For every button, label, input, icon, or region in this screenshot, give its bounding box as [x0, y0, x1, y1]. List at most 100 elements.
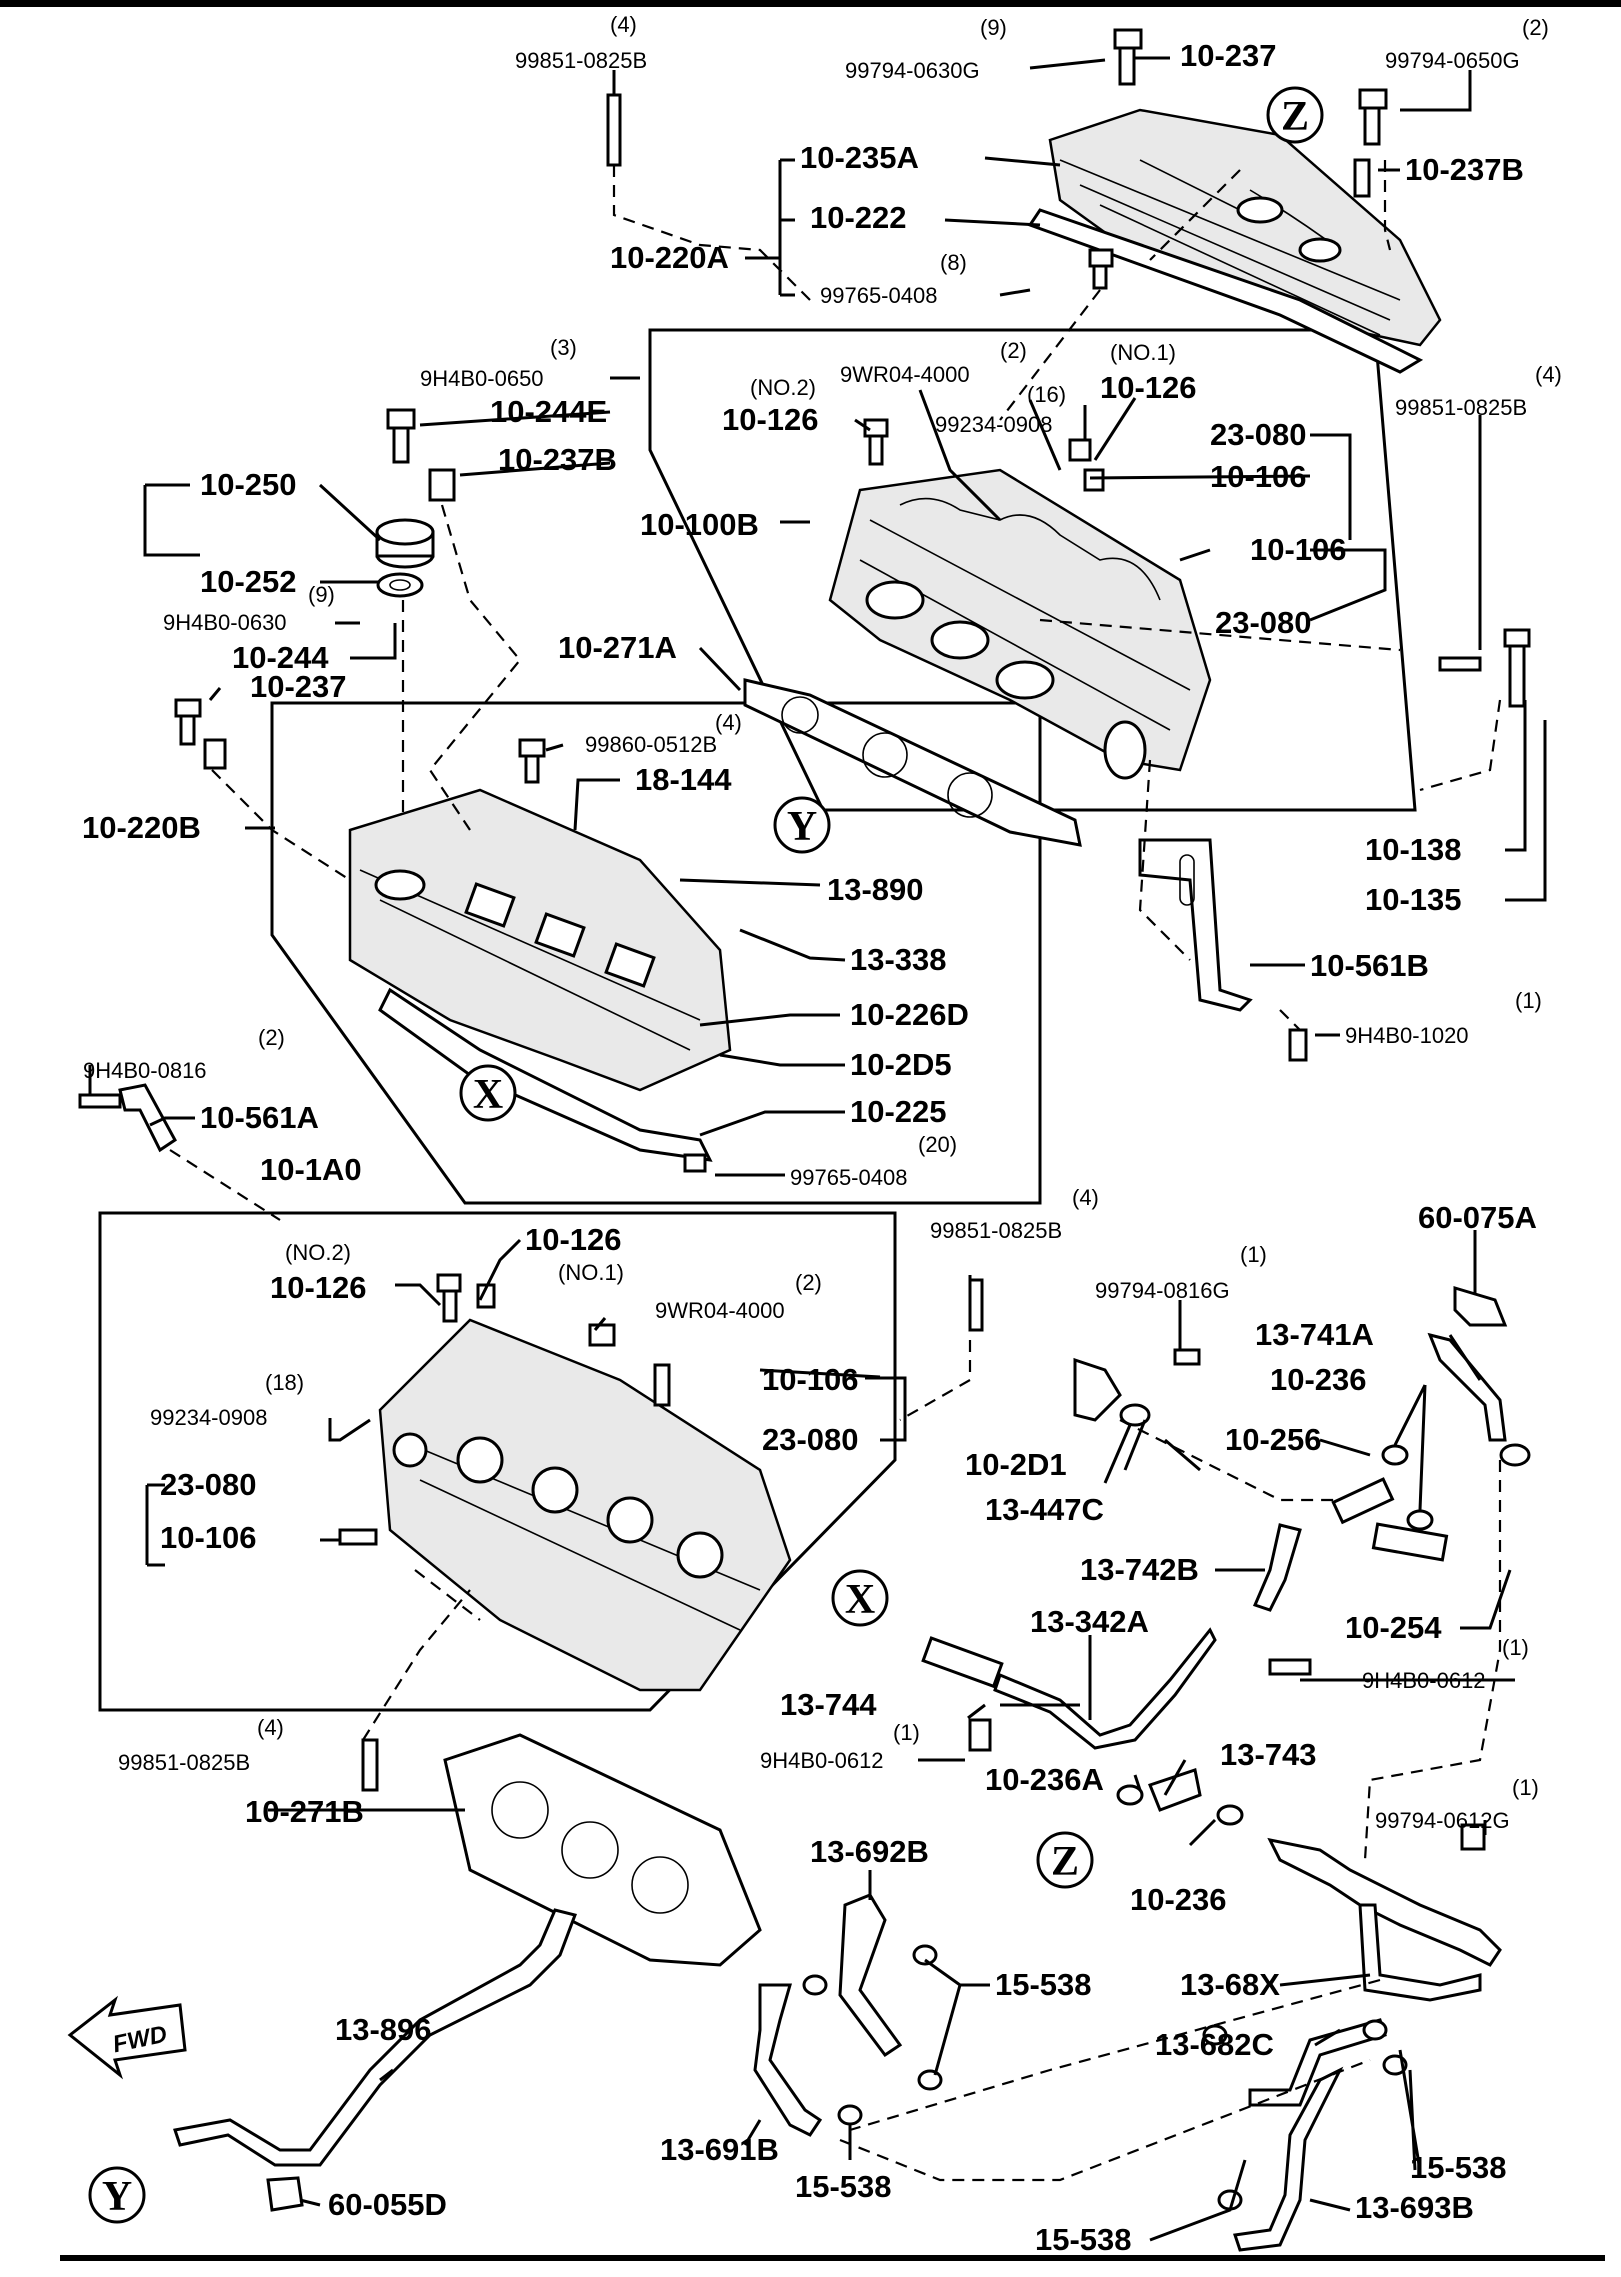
bracket-slot — [1179, 854, 1195, 906]
hose-13-693B-drawing — [1233, 2066, 1344, 2252]
label-13-68X: 13-68X — [1180, 1967, 1280, 2002]
label-10-126-top-right: 10-126 — [1100, 370, 1197, 405]
label-10-561A: 10-561A — [200, 1100, 319, 1135]
label-10-237-left: 10-237 — [250, 669, 347, 704]
label-10-271B: 10-271B — [245, 1794, 364, 1829]
label-q9WR04-low: (2) — [795, 1270, 822, 1295]
label-10-271A: 10-271A — [558, 630, 677, 665]
label-10-237-top: 10-237 — [1180, 38, 1277, 73]
label-q9H4B0-0650: (3) — [550, 335, 577, 360]
label-q99851-mid: (4) — [1072, 1185, 1099, 1210]
label-99794-0612G: 99794-0612G — [1375, 1808, 1510, 1833]
label-10-106-a: 10-106 — [1210, 459, 1307, 494]
dashed-alignment-lines — [169, 160, 1502, 2182]
circle-callout-x-low: X — [831, 1569, 889, 1627]
label-15-538-b: 15-538 — [1410, 2150, 1507, 2185]
bracket-10-561B-drawing — [1138, 838, 1253, 1012]
bracket-10-561A-drawing — [118, 1083, 177, 1153]
label-9H4B0-0630: 9H4B0-0630 — [163, 610, 287, 635]
label-q99794-0816: (1) — [1240, 1242, 1267, 1267]
label-10-561B: 10-561B — [1310, 948, 1429, 983]
label-99234-0908-top: 99234-0908 — [935, 412, 1052, 437]
hose-13-691B-drawing — [753, 1983, 823, 2137]
part-labels: (4) 99851-0825B (9) 99794-0630G 10-237 (… — [82, 12, 1562, 2257]
label-13-692B: 13-692B — [810, 1834, 929, 1869]
label-60-075A: 60-075A — [1418, 1200, 1537, 1235]
label-q99234-top: (16) — [1027, 382, 1066, 407]
label-10-252: 10-252 — [200, 564, 297, 599]
label-99765-0408-top: 99765-0408 — [820, 283, 937, 308]
label-10-235A: 10-235A — [800, 140, 919, 175]
svg-text:X: X — [473, 1072, 503, 1118]
svg-text:Y: Y — [102, 2174, 132, 2220]
label-13-447C: 13-447C — [985, 1492, 1104, 1527]
lh-cover-box — [270, 701, 1042, 1205]
label-10-126-low-a: 10-126 — [270, 1270, 367, 1305]
hose-13-743-drawing — [1148, 1768, 1202, 1812]
bottom-rule — [60, 2255, 1605, 2261]
label-no2-low: (NO.2) — [285, 1240, 351, 1265]
label-99860-0512B: 99860-0512B — [585, 732, 717, 757]
label-q9H4B0-0612-b: (1) — [893, 1720, 920, 1745]
label-13-744: 13-744 — [780, 1687, 877, 1722]
label-60-055D: 60-055D — [328, 2187, 447, 2222]
label-q99794-0630: (9) — [980, 15, 1007, 40]
rh-head-box — [648, 328, 1417, 812]
label-99851-right: 99851-0825B — [1395, 395, 1527, 420]
label-99234-0908-low: 99234-0908 — [150, 1405, 267, 1430]
clamp-60-055D-drawing — [266, 2176, 304, 2212]
label-q9H4B0-1020: (1) — [1515, 988, 1542, 1013]
hose-13-744-drawing — [921, 1636, 1004, 1689]
label-10-126-top-left: 10-126 — [722, 402, 819, 437]
label-10-106-c: 10-106 — [762, 1362, 859, 1397]
lh-head-gasket-drawing — [443, 1733, 762, 1967]
label-9H4B0-0612-a: 9H4B0-0612 — [1362, 1668, 1486, 1693]
label-q99851-low: (4) — [257, 1715, 284, 1740]
label-10-236A: 10-236A — [985, 1762, 1104, 1797]
label-18-144: 18-144 — [635, 762, 732, 797]
label-99765-0408-mid: 99765-0408 — [790, 1165, 907, 1190]
top-rule — [0, 0, 1621, 7]
label-99851-top: 99851-0825B — [515, 48, 647, 73]
label-15-538-c: 15-538 — [795, 2169, 892, 2204]
fwd-arrow: FWD — [67, 1995, 187, 2080]
label-q99851-top: (4) — [610, 12, 637, 37]
label-13-682C: 13-682C — [1155, 2027, 1274, 2062]
label-13-741A: 13-741A — [1255, 1317, 1374, 1352]
label-13-743: 13-743 — [1220, 1737, 1317, 1772]
label-23-080-a: 23-080 — [1210, 417, 1307, 452]
label-99794-0816G: 99794-0816G — [1095, 1278, 1230, 1303]
label-10-236-a: 10-236 — [1270, 1362, 1367, 1397]
lh-cylinder-head-drawing — [378, 1318, 792, 1692]
circle-callout-y-low: Y — [88, 2166, 146, 2224]
label-q99860: (4) — [715, 710, 742, 735]
svg-text:Z: Z — [1281, 94, 1309, 140]
svg-text:Z: Z — [1051, 1839, 1079, 1885]
label-9WR04-low: 9WR04-4000 — [655, 1298, 785, 1323]
leader-lines — [88, 56, 1547, 2242]
pipe-13-68X-drawing — [1267, 1837, 1502, 1967]
label-10-138: 10-138 — [1365, 832, 1462, 867]
label-13-691B: 13-691B — [660, 2132, 779, 2167]
label-9H4B0-1020: 9H4B0-1020 — [1345, 1023, 1469, 1048]
label-13-342A: 13-342A — [1030, 1604, 1149, 1639]
rh-head-gasket-drawing — [743, 678, 1082, 847]
label-10-2D5: 10-2D5 — [850, 1047, 952, 1082]
hose-13-741A-drawing — [1427, 1332, 1507, 1442]
label-13-742B: 13-742B — [1080, 1552, 1199, 1587]
label-10-236-b: 10-236 — [1130, 1882, 1227, 1917]
label-no1-top: (NO.1) — [1110, 340, 1176, 365]
circle-callout-x-mid: X — [459, 1064, 517, 1122]
hose-13-742B-drawing — [1252, 1523, 1302, 1612]
pipe-13-342A-drawing — [993, 1627, 1217, 1750]
label-q99765-mid: (20) — [918, 1132, 957, 1157]
label-23-080-c: 23-080 — [762, 1422, 859, 1457]
circle-callout-z-top: Z — [1266, 86, 1324, 144]
label-23-080-d: 23-080 — [160, 1467, 257, 1502]
label-9WR04-top: 9WR04-4000 — [840, 362, 970, 387]
label-9H4B0-0612-b: 9H4B0-0612 — [760, 1748, 884, 1773]
label-15-538-a: 15-538 — [995, 1967, 1092, 2002]
label-10-237B-mid: 10-237B — [498, 442, 617, 477]
clamp-60-075A-drawing — [1453, 1285, 1508, 1327]
bracket-10-2D1-drawing — [1073, 1357, 1122, 1422]
